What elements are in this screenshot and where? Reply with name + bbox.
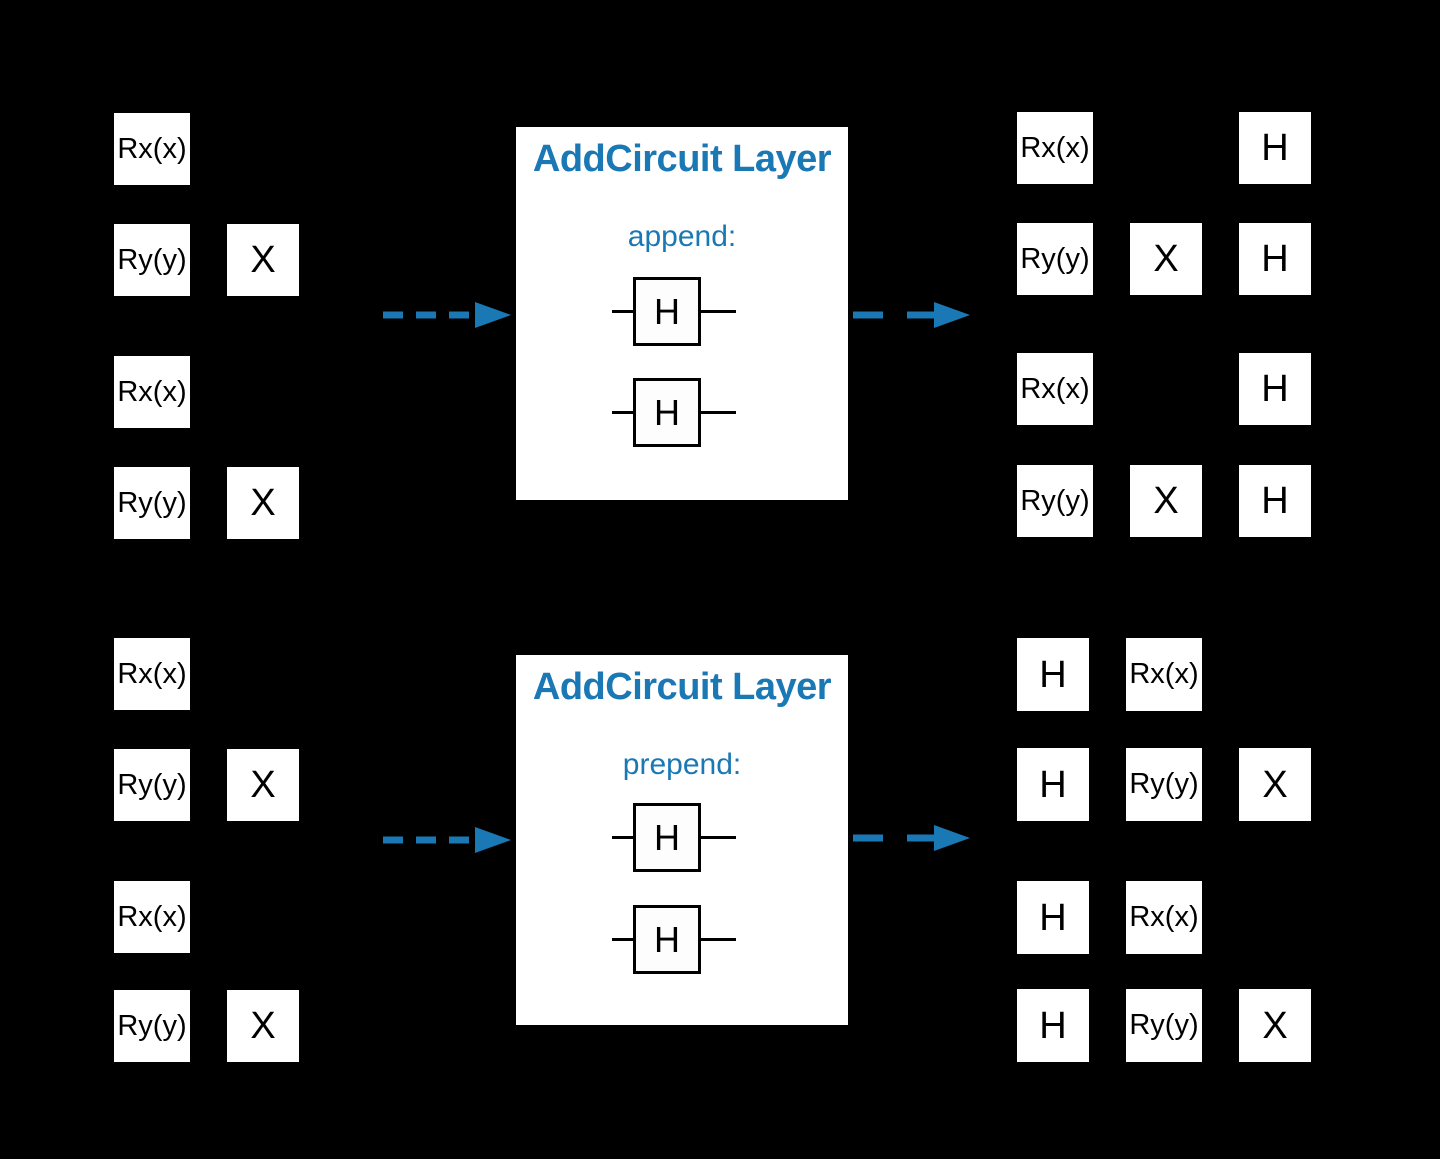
- gate-ryy: Ry(y): [1126, 748, 1202, 821]
- gate-rxx: Rx(x): [1017, 353, 1093, 425]
- gate-rxx: Rx(x): [1126, 638, 1202, 711]
- gate-ryy: Ry(y): [1126, 989, 1202, 1062]
- addcircuit-panel-append: AddCircuit Layer append: H H: [516, 127, 848, 500]
- wire-stub: [612, 411, 633, 414]
- h-gate: H: [633, 277, 701, 346]
- gate-x: X: [227, 224, 299, 296]
- wire-stub: [701, 938, 736, 941]
- gate-x: X: [1239, 748, 1311, 821]
- gate-h: H: [1017, 638, 1089, 711]
- gate-x: X: [227, 749, 299, 821]
- gate-h: H: [1239, 223, 1311, 295]
- gate-rxx: Rx(x): [114, 638, 190, 710]
- gate-ryy: Ry(y): [114, 224, 190, 296]
- wire-stub: [701, 836, 736, 839]
- addcircuit-panel-prepend: AddCircuit Layer prepend: H H: [516, 655, 848, 1025]
- wire-stub: [612, 310, 633, 313]
- gate-x: X: [227, 467, 299, 539]
- gate-rxx: Rx(x): [114, 356, 190, 428]
- wire-stub: [612, 938, 633, 941]
- wire-stub: [701, 411, 736, 414]
- gate-ryy: Ry(y): [1017, 465, 1093, 537]
- panel-gate-row: H: [612, 378, 736, 447]
- panel-mode-label: prepend:: [622, 748, 742, 781]
- gate-x: X: [227, 990, 299, 1062]
- gate-x: X: [1239, 989, 1311, 1062]
- gate-h: H: [1017, 748, 1089, 821]
- gate-rxx: Rx(x): [114, 113, 190, 185]
- gate-ryy: Ry(y): [114, 467, 190, 539]
- h-gate: H: [633, 803, 701, 872]
- flow-arrow-icon: [383, 827, 511, 853]
- gate-rxx: Rx(x): [1017, 112, 1093, 184]
- gate-rxx: Rx(x): [114, 881, 190, 953]
- gate-ryy: Ry(y): [114, 749, 190, 821]
- panel-title: AddCircuit Layer: [532, 666, 832, 708]
- gate-h: H: [1239, 112, 1311, 184]
- panel-title: AddCircuit Layer: [532, 138, 832, 180]
- gate-x: X: [1130, 223, 1202, 295]
- gate-h: H: [1239, 353, 1311, 425]
- gate-x: X: [1130, 465, 1202, 537]
- h-gate: H: [633, 905, 701, 974]
- panel-mode-label: append:: [627, 220, 737, 253]
- flow-arrow-icon: [383, 302, 511, 328]
- panel-gate-row: H: [612, 803, 736, 872]
- flow-arrow-icon: [853, 302, 970, 328]
- gate-h: H: [1017, 881, 1089, 954]
- panel-gate-row: H: [612, 277, 736, 346]
- gate-ryy: Ry(y): [1017, 223, 1093, 295]
- wire-stub: [612, 836, 633, 839]
- h-gate: H: [633, 378, 701, 447]
- gate-h: H: [1017, 989, 1089, 1062]
- panel-gate-row: H: [612, 905, 736, 974]
- gate-rxx: Rx(x): [1126, 881, 1202, 954]
- gate-h: H: [1239, 465, 1311, 537]
- flow-arrow-icon: [853, 825, 970, 851]
- wire-stub: [701, 310, 736, 313]
- gate-ryy: Ry(y): [114, 990, 190, 1062]
